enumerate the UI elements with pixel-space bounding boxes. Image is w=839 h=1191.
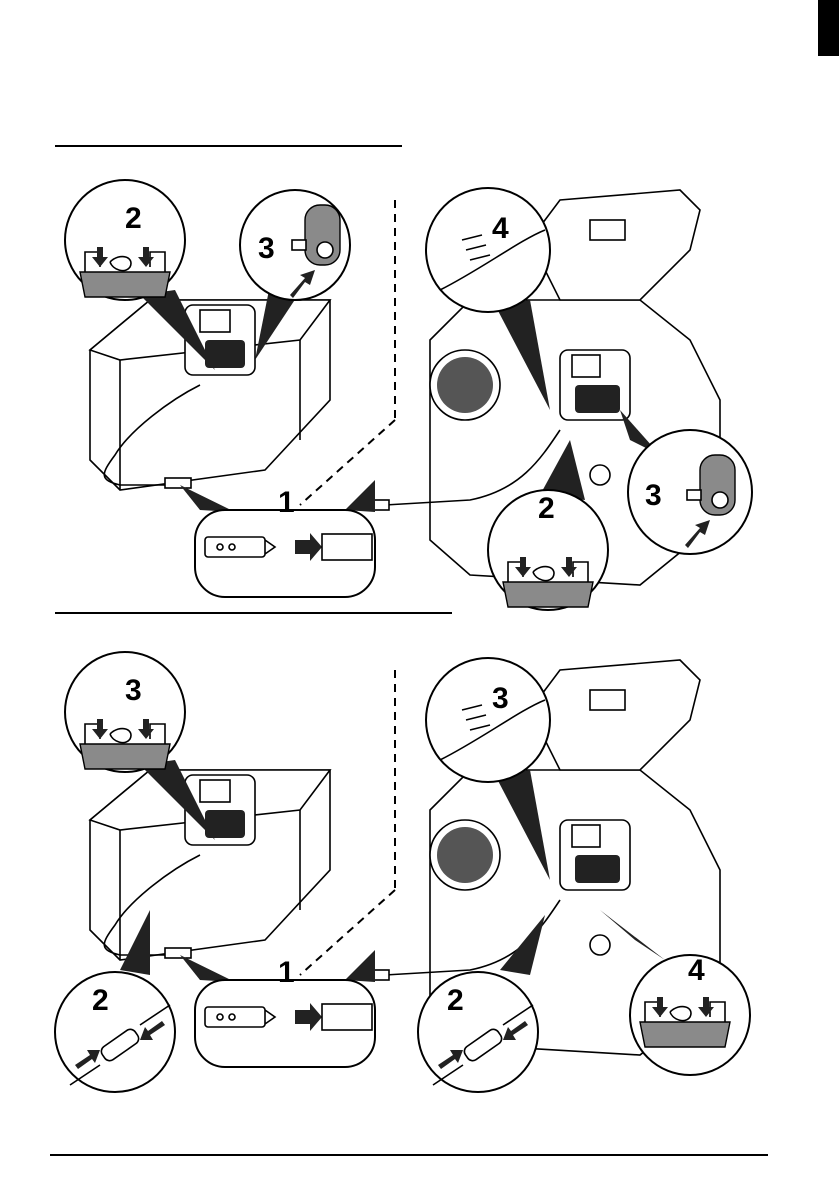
svg-text:4: 4	[492, 212, 509, 245]
callout-1-bottom-connector: 1	[194, 956, 376, 1068]
footer-rule	[50, 1154, 768, 1156]
callout-3-bottom-left: 3	[64, 651, 186, 773]
callout-4-top-right: 4	[425, 187, 551, 313]
svg-text:2: 2	[447, 984, 464, 1017]
page-edge-tab	[818, 0, 839, 56]
svg-text:2: 2	[92, 984, 109, 1017]
section-rule-top	[55, 145, 402, 147]
callout-3-bottom-right: 3	[425, 657, 551, 783]
callout-2-bottom-left: 2	[54, 971, 176, 1093]
callout-3-top-right: 3	[627, 429, 753, 555]
svg-text:1: 1	[278, 486, 295, 519]
figure-top: 2 3 4 1 2 3	[64, 179, 753, 611]
callout-2-bottom-right: 2	[417, 971, 539, 1093]
svg-text:1: 1	[278, 956, 295, 989]
svg-text:3: 3	[258, 232, 275, 265]
figure-bottom	[89, 659, 721, 1056]
svg-text:3: 3	[645, 479, 662, 512]
svg-text:3: 3	[125, 674, 142, 707]
section-rule-middle	[55, 612, 452, 614]
svg-text:4: 4	[688, 954, 705, 987]
callout-3-top-left: 3	[239, 189, 351, 301]
callout-4-bottom-right: 4	[629, 954, 751, 1076]
callout-1-top-connector: 1	[194, 486, 376, 598]
svg-text:3: 3	[492, 682, 509, 715]
svg-text:2: 2	[538, 492, 555, 525]
svg-text:2: 2	[125, 202, 142, 235]
callout-2-top-right: 2	[487, 489, 609, 611]
callout-2-top-left: 2	[64, 179, 186, 301]
